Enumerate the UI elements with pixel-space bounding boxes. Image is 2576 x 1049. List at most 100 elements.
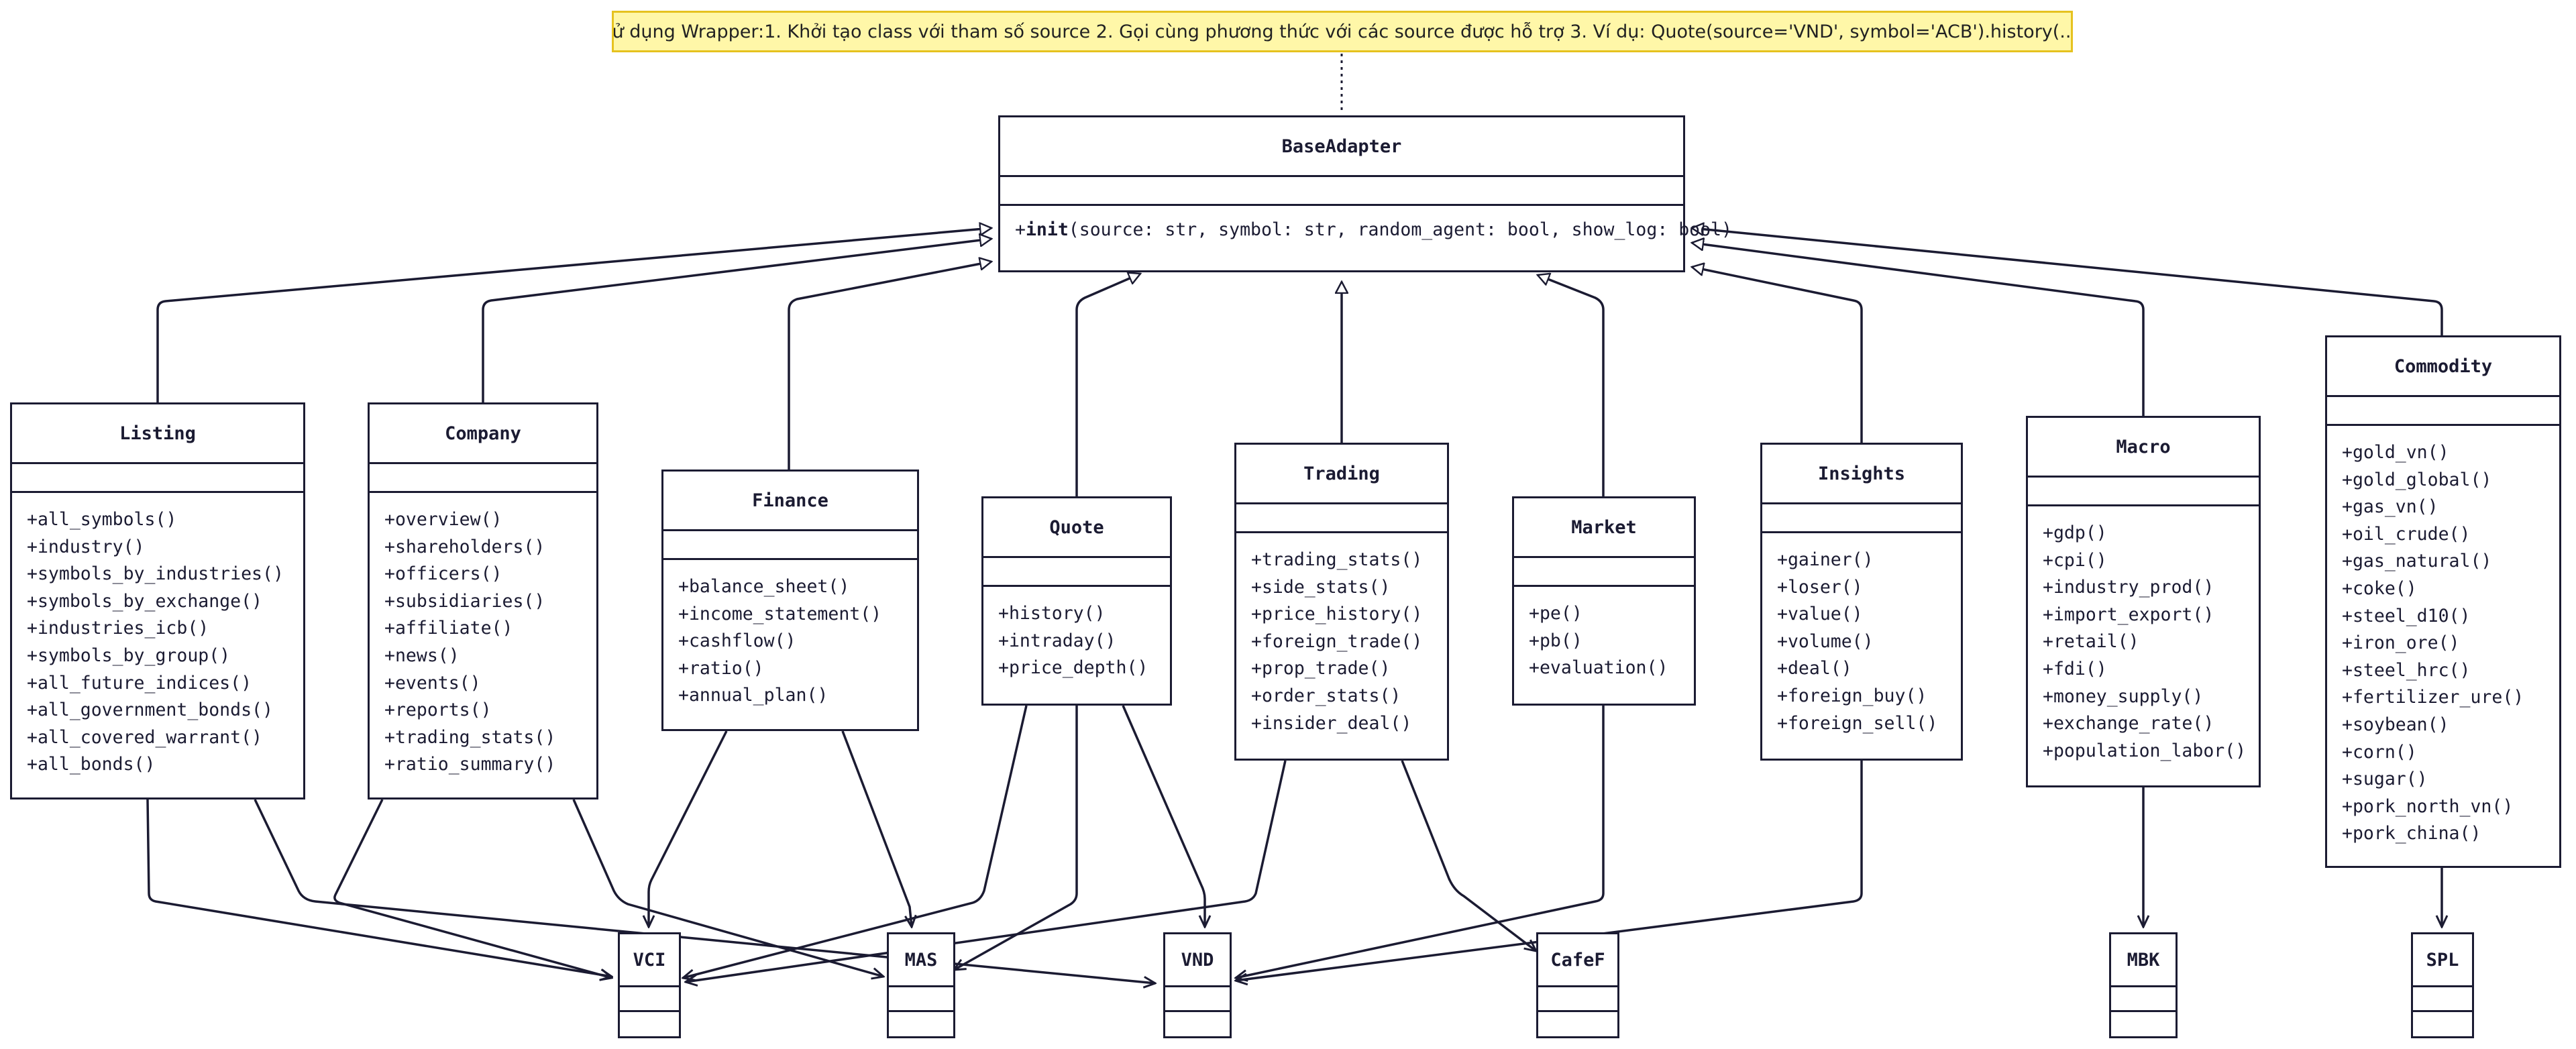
class-title: Market: [1514, 498, 1694, 558]
edge-market-vnd: [1236, 706, 1605, 978]
method: +symbols_by_industries(): [27, 563, 284, 585]
method: +foreign_sell(): [1777, 712, 1938, 734]
source-attributes: [1165, 987, 1230, 1012]
class-methods: +pe() +pb() +evaluation(): [1514, 587, 1694, 682]
method: +cpi(): [2043, 549, 2107, 571]
method: +history(): [998, 603, 1106, 624]
class-quote[interactable]: Quote +history() +intraday() +price_dept…: [981, 496, 1172, 706]
method: +all_covered_warrant(): [27, 726, 262, 748]
usage-edges: [146, 705, 2442, 983]
class-company[interactable]: Company +overview() +shareholders() +off…: [368, 402, 598, 799]
method: +insider_deal(): [1251, 712, 1412, 734]
source-attributes: [2413, 987, 2472, 1012]
method: +money_supply(): [2043, 685, 2204, 707]
method: +all_bonds(): [27, 754, 156, 775]
method: +coke(): [2342, 577, 2417, 599]
edge-market-base: [1538, 275, 1605, 496]
class-methods: +overview() +shareholders() +officers() …: [370, 493, 596, 779]
method: +overview(): [384, 509, 502, 530]
method-prefix: +: [1015, 219, 1026, 240]
method: +income_statement(): [678, 603, 882, 624]
method: +all_symbols(): [27, 509, 177, 530]
class-methods: +trading_stats() +side_stats() +price_hi…: [1236, 533, 1447, 737]
method: +industry_prod(): [2043, 577, 2214, 598]
method: +industry(): [27, 536, 145, 557]
method: +corn(): [2342, 741, 2417, 763]
source-mas[interactable]: MAS: [887, 932, 955, 1038]
source-vci[interactable]: VCI: [618, 932, 681, 1038]
class-finance[interactable]: Finance +balance_sheet() +income_stateme…: [661, 470, 919, 731]
method: +symbols_by_group(): [27, 645, 231, 666]
method: +gas_vn(): [2342, 496, 2438, 518]
method: +price_history(): [1251, 604, 1423, 625]
method: +ratio(): [678, 657, 764, 679]
class-trading[interactable]: Trading +trading_stats() +side_stats() +…: [1234, 443, 1449, 761]
edge-listing-vci: [146, 799, 612, 977]
source-title: SPL: [2413, 934, 2472, 987]
edge-insights-vnd: [1236, 761, 1863, 981]
method: +cashflow(): [678, 630, 796, 652]
source-attributes: [620, 987, 679, 1012]
method: +reports(): [384, 700, 492, 721]
edge-quote-base: [1075, 274, 1140, 496]
method: +intraday(): [998, 630, 1116, 651]
source-attributes: [1538, 987, 1617, 1012]
edge-company-vci: [333, 799, 612, 978]
method: +value(): [1777, 604, 1863, 625]
class-title: Quote: [983, 498, 1170, 558]
method: +officers(): [384, 563, 502, 585]
method: +exchange_rate(): [2043, 713, 2214, 734]
edge-insights-base: [1692, 267, 1863, 443]
source-cafef[interactable]: CafeF: [1536, 932, 1619, 1038]
method: +oil_crude(): [2342, 523, 2471, 545]
method: +pork_north_vn(): [2342, 795, 2514, 817]
class-attributes: [12, 464, 303, 493]
method: +foreign_buy(): [1777, 685, 1927, 706]
class-market[interactable]: Market +pe() +pb() +evaluation(): [1512, 496, 1696, 706]
class-title: Trading: [1236, 445, 1447, 504]
class-attributes: [2327, 397, 2559, 426]
method: +balance_sheet(): [678, 576, 850, 597]
class-attributes: [1236, 504, 1447, 533]
class-attributes: [1000, 177, 1683, 206]
edge-commodity-base: [1692, 228, 2443, 335]
class-attributes: [663, 531, 917, 560]
edge-macro-base: [1692, 243, 2145, 416]
method: +annual_plan(): [678, 685, 828, 706]
method: +deal(): [1777, 658, 1852, 679]
method: +steel_hrc(): [2342, 659, 2471, 681]
method: +industries_icb(): [27, 618, 209, 639]
class-base-adapter[interactable]: BaseAdapter +init(source: str, symbol: s…: [998, 115, 1732, 272]
class-methods: +gainer() +loser() +value() +volume() +d…: [1762, 533, 1961, 737]
source-vnd[interactable]: VND: [1163, 932, 1232, 1038]
class-title: Finance: [663, 472, 917, 531]
class-macro[interactable]: Macro +gdp() +cpi() +industry_prod() +im…: [2026, 416, 2261, 787]
method: +gold_global(): [2342, 469, 2492, 490]
method: +all_government_bonds(): [27, 700, 273, 721]
class-insights[interactable]: Insights +gainer() +loser() +value() +vo…: [1760, 443, 1963, 761]
source-title: VCI: [620, 934, 679, 987]
class-title: Listing: [12, 404, 303, 464]
edge-listing-vnd: [254, 799, 1155, 983]
edge-company-mas: [572, 799, 883, 977]
method: +volume(): [1777, 630, 1874, 652]
class-listing[interactable]: Listing +all_symbols() +industry() +symb…: [10, 402, 305, 799]
edge-trading-cafef: [1401, 760, 1536, 951]
method: +soybean(): [2342, 714, 2449, 735]
method: +affiliate(): [384, 618, 513, 639]
method: +all_future_indices(): [27, 672, 252, 694]
class-title: Macro: [2028, 418, 2259, 478]
method: +population_labor(): [2043, 740, 2247, 761]
method: +pb(): [1529, 630, 1582, 651]
source-attributes: [2111, 987, 2176, 1012]
source-mbk[interactable]: MBK: [2109, 932, 2178, 1038]
method: +pork_china(): [2342, 823, 2481, 844]
class-methods: +gdp() +cpi() +industry_prod() +import_e…: [2028, 506, 2259, 765]
class-commodity[interactable]: Commodity +gold_vn() +gold_global() +gas…: [2325, 335, 2561, 868]
method: +iron_ore(): [2342, 632, 2460, 654]
class-methods: +all_symbols() +industry() +symbols_by_i…: [12, 493, 303, 779]
edge-listing-base: [156, 228, 991, 402]
method: +foreign_trade(): [1251, 630, 1423, 652]
source-spl[interactable]: SPL: [2411, 932, 2474, 1038]
method: +fertilizer_ure(): [2342, 687, 2524, 708]
